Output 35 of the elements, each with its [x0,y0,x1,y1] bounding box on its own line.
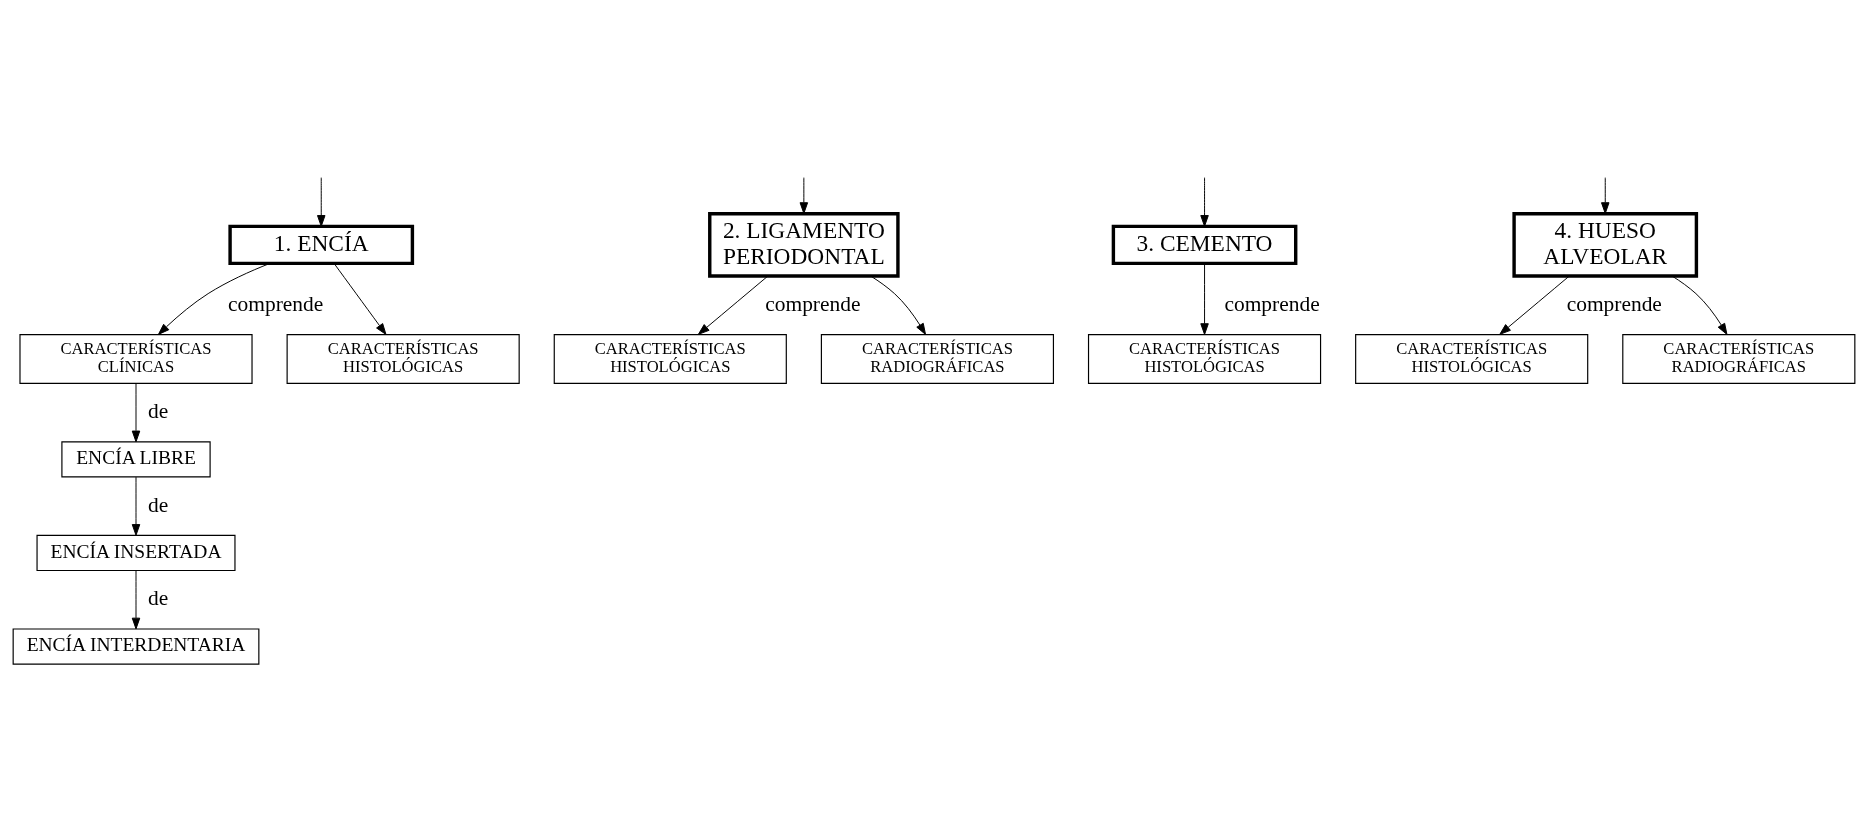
arrow [1499,275,1570,335]
node-box: ENCÍA INSERTADA [36,534,236,571]
arrow [1200,262,1209,335]
node-box: 1. ENCÍA [228,224,415,265]
node-box: CARACTERÍSTICAS HISTOLÓGICAS [1087,333,1322,384]
node-box: ENCÍA LIBRE [61,440,211,477]
edge-label: comprende [1566,291,1662,316]
arrow [131,382,141,442]
arrow [131,476,141,536]
edge-label: comprende [765,291,861,316]
node-box: ENCÍA INTERDENTARIA [12,627,260,665]
edge-label: de [148,492,169,517]
arrow [317,176,326,227]
edge-label: comprende [228,291,324,316]
node-box: CARACTERÍSTICAS CLÍNICAS [19,333,253,384]
arrow [1671,275,1728,335]
node-box: CARACTERÍSTICAS RADIOGRÁFICAS [1622,333,1856,384]
arrow [333,262,387,335]
edge-label: de [148,398,169,423]
arrow [697,275,769,335]
arrow [1601,176,1610,214]
node-box: 2. LIGAMENTO PERIODONTAL [708,211,900,278]
edge-label: comprende [1224,291,1320,316]
node-box: 3. CEMENTO [1111,224,1298,265]
node-box: CARACTERÍSTICAS HISTOLÓGICAS [553,333,787,384]
arrow [799,176,809,214]
node-box: CARACTERÍSTICAS HISTOLÓGICAS [1355,333,1589,384]
arrow [870,275,927,335]
arrow [1200,176,1209,227]
node-box: CARACTERÍSTICAS RADIOGRÁFICAS [820,333,1054,384]
edge-label: de [148,585,169,610]
node-box: 4. HUESO ALVEOLAR [1512,211,1699,278]
arrow [131,569,141,629]
arrow [157,262,271,335]
node-box: CARACTERÍSTICAS HISTOLÓGICAS [286,333,520,384]
